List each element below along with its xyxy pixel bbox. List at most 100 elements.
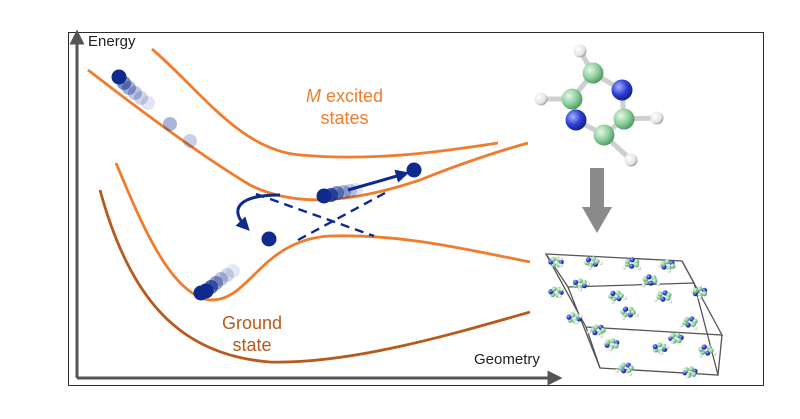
crystal-atom [692,287,699,293]
crystal-hydrogen [681,368,686,372]
crystal-hydrogen [670,340,674,344]
crystal-atom [646,274,652,280]
crystal-hydrogen [587,330,591,334]
crystal-atom [570,312,576,318]
crystal-atom [661,343,667,349]
crystal-hydrogen [622,265,626,270]
crystal-hydrogen [623,296,627,300]
crystal-hydrogen [608,347,613,351]
ground-state-line2: state [232,334,272,355]
crystal-atom [623,306,629,312]
wavepacket-trail-upper [111,69,197,148]
crystal-atom [575,313,581,319]
energy-axis-label: Energy [88,33,136,50]
crystal-atom [701,291,708,297]
wavepacket-trail-lower [193,264,240,301]
crystal-hydrogen [621,316,626,320]
crystal-hydrogen [712,351,717,356]
crystal-atom [618,293,624,299]
crystal-hydrogen [588,266,592,270]
crystal-atom [665,295,671,301]
crystal-hydrogen [698,354,703,358]
crystal-atom [630,309,636,315]
crystal-hydrogen [693,326,698,330]
crystal-atom [573,279,579,285]
crystal-atom [683,367,689,373]
crystal-atom [697,286,703,292]
crystal-hydrogen [578,287,582,292]
crystal-hydrogen [690,289,694,294]
crystal-hydrogen [560,287,564,292]
pyrazine-molecule-icon [534,44,664,167]
crystal-atom [625,258,631,264]
crystal-atom [629,263,635,269]
ground-state-label: Ground state [222,313,282,357]
crystal-hydrogen [559,263,563,268]
forward-arrow [347,169,410,192]
crystal-atom [701,344,707,350]
geometry-axis-label: Geometry [474,351,540,368]
down-arrow-icon [582,168,612,233]
crystal-atom [551,286,557,292]
crystal-hydrogen [574,320,579,325]
crystal-atom [676,338,682,344]
crystal-atom [670,263,676,269]
crystal-atom [691,371,697,377]
crystal-hydrogen [637,266,641,271]
crystal-hydrogen [558,294,562,298]
crystal-hydrogen [668,299,673,304]
crystal-atom [582,279,588,286]
crystal-hydrogen [653,298,658,302]
crystal-hydrogen [559,256,563,261]
crossing-dashed-line-2 [297,191,386,242]
excited-states-line2: states [320,107,369,128]
figure-frame [68,32,764,386]
crystal-hydrogen [599,334,604,338]
crystal-hydrogen [697,295,702,300]
crystal-hydrogen [586,282,590,286]
crystal-atom [648,280,654,286]
excited-states-label: M excited states [306,86,383,130]
crystal-hydrogen [657,263,662,268]
excited-states-symbol: M [306,86,321,106]
excited-state-curve-upper [151,47,499,159]
crystal-atom [633,262,639,268]
crystal-hydrogen [615,369,619,373]
crystal-atom [657,291,663,297]
crystal-hydrogen [665,345,670,349]
crystal-hydrogen [641,283,646,288]
ground-state-line1: Ground [222,313,283,333]
crystal-atom [690,321,696,328]
crossing-dashed-line-1 [255,192,375,238]
crystal-hydrogen [679,323,683,328]
hop-arrow [235,193,281,231]
molecular-crystal-icon [544,253,724,379]
crystal-atom [610,338,616,344]
crystal-atom [708,348,714,354]
crystal-atom [613,343,619,349]
crystal-hydrogen [602,341,607,345]
crystal-atom [656,342,663,348]
crystal-atom [660,261,666,267]
wavepacket-trail-middle [261,162,422,247]
crystal-atom [626,368,632,374]
crystal-atom [620,362,626,368]
crystal-atom [610,290,616,296]
excited-states-word: excited [321,86,384,106]
crystal-hydrogen [667,268,671,273]
crystal-hydrogen [610,300,615,304]
crystal-atom [605,339,611,345]
crystal-hydrogen [685,374,690,379]
crystal-atom [594,258,600,264]
crystal-atom [660,296,666,302]
crystal-atom [550,256,557,262]
crystal-atom [593,324,599,330]
ground-state-curve [98,189,531,364]
crystal-atom [684,316,690,323]
crystal-hydrogen [579,314,583,318]
crystal-atom [597,330,603,336]
excited-state-curve-middle [87,68,529,202]
crystal-hydrogen [635,313,639,317]
crystal-hydrogen [659,351,664,355]
